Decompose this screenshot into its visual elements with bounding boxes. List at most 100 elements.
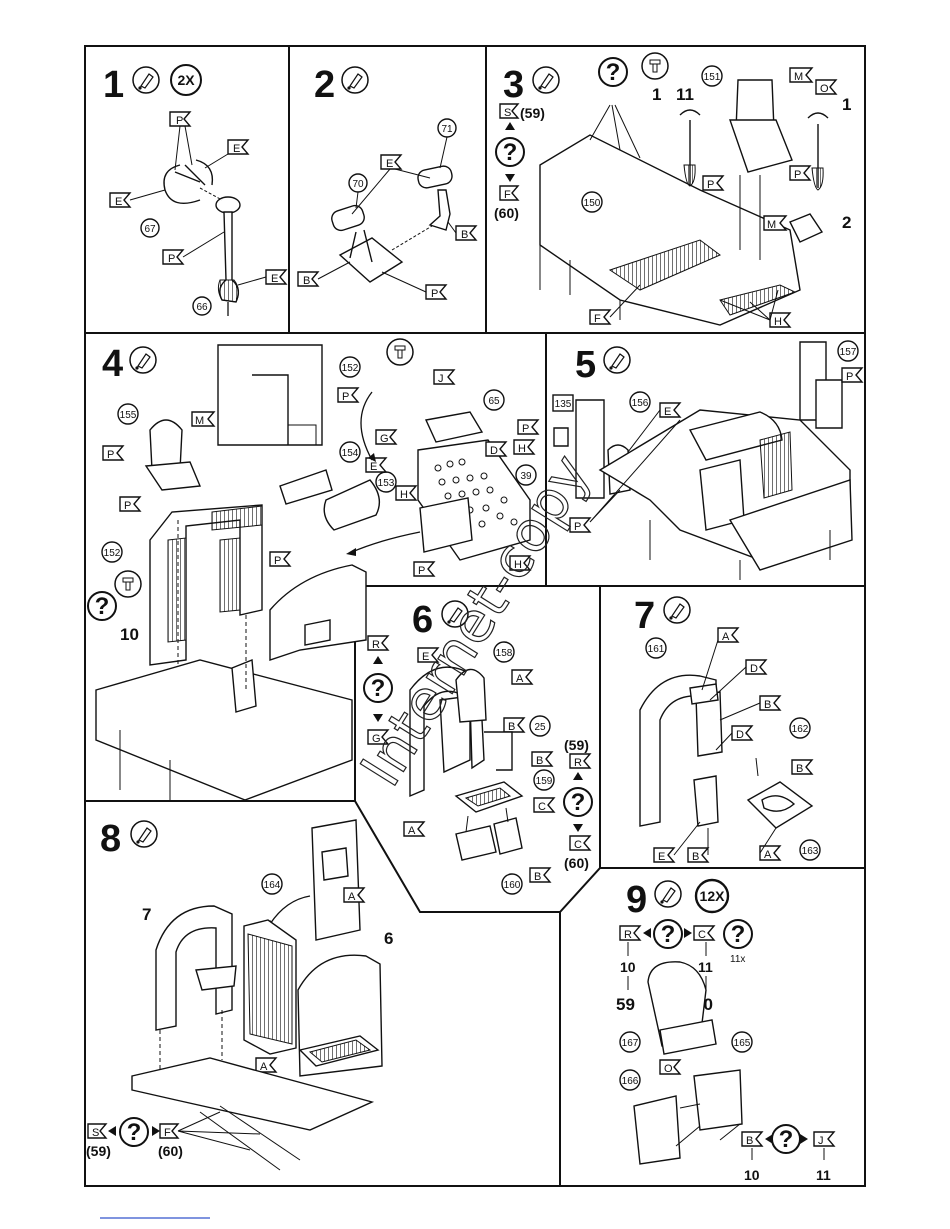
label-b-2: B bbox=[791, 759, 814, 775]
label-a-1: A bbox=[511, 669, 534, 685]
part-67-arm bbox=[195, 159, 214, 186]
svg-text:167: 167 bbox=[622, 1038, 639, 1049]
part-71 bbox=[417, 165, 453, 189]
part-number-25: 25 bbox=[529, 715, 551, 737]
ref-11: 11 bbox=[676, 85, 694, 104]
label-p-152: P bbox=[337, 387, 360, 403]
svg-text:B: B bbox=[461, 229, 468, 241]
svg-text:J: J bbox=[818, 1135, 824, 1147]
svg-text:(59): (59) bbox=[86, 1143, 111, 1159]
svg-text:67: 67 bbox=[144, 224, 156, 235]
svg-text:157: 157 bbox=[840, 347, 857, 358]
svg-text:E: E bbox=[386, 158, 393, 170]
paint-icon bbox=[603, 346, 631, 374]
glue-icon bbox=[114, 570, 142, 598]
label-c: C bbox=[693, 925, 716, 941]
step-number: 6 bbox=[412, 599, 433, 641]
ref-11x: 11x bbox=[730, 954, 745, 965]
svg-text:P: P bbox=[431, 288, 438, 300]
svg-text:E: E bbox=[370, 461, 377, 473]
label-mk-top: M bbox=[789, 67, 814, 83]
part-number-152-frame: 152 bbox=[101, 541, 123, 563]
part-number-167: 167 bbox=[619, 1031, 641, 1053]
svg-text:163: 163 bbox=[802, 846, 819, 857]
svg-text:P: P bbox=[846, 371, 853, 383]
paint-icon bbox=[663, 596, 691, 624]
svg-text:B: B bbox=[796, 763, 803, 775]
svg-text:E: E bbox=[658, 851, 665, 863]
part-160-left bbox=[455, 825, 497, 861]
svg-text:P: P bbox=[522, 423, 529, 435]
label-e-1: E bbox=[227, 139, 250, 155]
label-p-bottom: P bbox=[569, 517, 592, 533]
svg-text:12X: 12X bbox=[700, 888, 726, 904]
svg-text:159: 159 bbox=[536, 776, 553, 787]
label-d: D bbox=[485, 441, 508, 457]
svg-text:H: H bbox=[518, 443, 526, 455]
cockpit-floor bbox=[539, 134, 801, 326]
part-number-39: 39 bbox=[515, 464, 537, 486]
ref-11: 11 bbox=[698, 959, 713, 975]
svg-text:H: H bbox=[774, 316, 782, 328]
ref-j11: 11 bbox=[816, 1167, 831, 1183]
part-number-71: 71 bbox=[437, 118, 457, 138]
cockpit-floor bbox=[131, 1057, 375, 1131]
label-g: G bbox=[375, 429, 398, 445]
ref-b10: 10 bbox=[744, 1167, 760, 1183]
svg-text:C: C bbox=[538, 801, 546, 813]
svg-text:H: H bbox=[514, 559, 522, 571]
paint-icon bbox=[341, 66, 369, 94]
svg-text:P: P bbox=[574, 521, 581, 533]
part-66-head bbox=[215, 196, 241, 214]
step-number: 8 bbox=[100, 818, 121, 860]
step-number: 4 bbox=[102, 343, 123, 385]
step-number: 5 bbox=[575, 344, 596, 386]
part-door bbox=[311, 819, 361, 941]
ref-60: (60) bbox=[564, 855, 589, 871]
part-165-frame bbox=[693, 1069, 743, 1131]
instrument-dials bbox=[434, 458, 518, 528]
svg-text:P: P bbox=[107, 449, 114, 461]
label-p-1: P bbox=[169, 111, 192, 127]
svg-text:P: P bbox=[124, 500, 131, 512]
label-h-2: H bbox=[395, 485, 418, 501]
label-a-bottom: A bbox=[759, 845, 782, 861]
svg-text:A: A bbox=[516, 673, 524, 685]
label-r: R bbox=[367, 635, 390, 651]
svg-text:B: B bbox=[534, 871, 541, 883]
label-mk-bottom: M bbox=[763, 215, 788, 231]
label-d-1: D bbox=[745, 659, 768, 675]
part-number-160: 160 bbox=[501, 873, 523, 895]
part-number-166: 166 bbox=[619, 1069, 641, 1091]
step-number: 2 bbox=[314, 64, 335, 106]
svg-text:A: A bbox=[260, 1061, 268, 1073]
step-2-panel: 2 E B B P 70 71 bbox=[297, 64, 478, 300]
svg-text:166: 166 bbox=[622, 1076, 639, 1087]
label-h-1: H bbox=[513, 439, 536, 455]
part-152-frame bbox=[149, 504, 263, 666]
label-f-60: F(60) bbox=[158, 1123, 183, 1159]
part-number-155: 155 bbox=[117, 403, 139, 425]
label-j: J bbox=[433, 369, 456, 385]
part-number-162: 162 bbox=[789, 717, 811, 739]
svg-text:P: P bbox=[794, 169, 801, 181]
glue-icon bbox=[641, 52, 669, 80]
part-154 bbox=[279, 469, 333, 505]
question-icon bbox=[119, 1117, 149, 1147]
part-67-clip bbox=[163, 164, 206, 204]
svg-text:162: 162 bbox=[792, 724, 809, 735]
label-e: E bbox=[653, 847, 676, 863]
ref-6: 6 bbox=[384, 929, 393, 948]
label-r-right: R bbox=[569, 753, 592, 769]
part-number-154: 154 bbox=[339, 441, 361, 463]
step-5-panel: 5 157 P 135 156 E P bbox=[552, 340, 864, 580]
svg-text:P: P bbox=[342, 391, 349, 403]
svg-text:(59): (59) bbox=[520, 105, 545, 121]
part-166-frame bbox=[633, 1095, 681, 1165]
panel-borders bbox=[84, 45, 866, 1187]
svg-text:A: A bbox=[408, 825, 416, 837]
label-e: E bbox=[380, 154, 403, 170]
part-number-67: 67 bbox=[140, 218, 160, 238]
label-e: E bbox=[365, 457, 388, 473]
svg-text:155: 155 bbox=[120, 410, 137, 421]
